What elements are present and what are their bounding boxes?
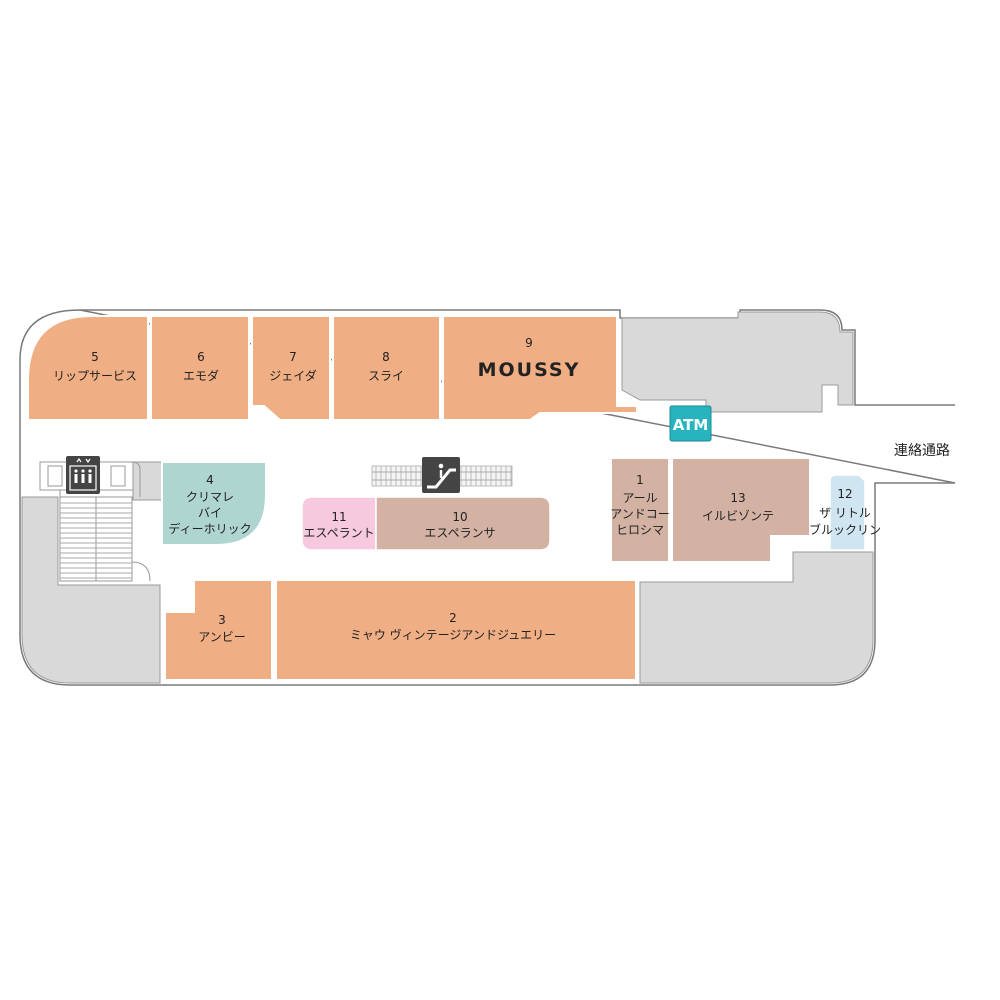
shop-1-number: 1 — [636, 473, 644, 487]
shop-8[interactable] — [332, 315, 441, 421]
shop-3-number: 3 — [218, 613, 226, 627]
shop-12[interactable] — [829, 474, 866, 551]
shop-8-number: 8 — [382, 350, 390, 364]
shop-5[interactable] — [27, 315, 149, 421]
shop-13-number: 13 — [730, 491, 745, 505]
grey-area-left-bottom — [21, 496, 161, 684]
shop-9-number: 9 — [525, 336, 533, 350]
shop-1-name-line1: アール — [622, 491, 657, 505]
shop-2-number: 2 — [449, 611, 457, 625]
escalator-icon — [422, 457, 460, 493]
shop-11[interactable] — [301, 496, 377, 551]
shop-5-name: リップサービス — [53, 369, 137, 383]
shop-4-number: 4 — [206, 473, 214, 487]
elevator-icon — [66, 456, 100, 494]
shop-10-number: 10 — [452, 510, 467, 524]
shop-13-name: イルビゾンテ — [702, 509, 774, 523]
atm-marker[interactable]: ATM — [669, 405, 712, 442]
shop-6-number: 6 — [197, 350, 205, 364]
shop-12-name-line2: ブルックリン — [809, 522, 881, 537]
shop-12-name-line1: ザ リトル — [819, 506, 871, 520]
shop-4-name-line2: バイ — [198, 506, 222, 520]
shops-bottom-row — [164, 579, 637, 681]
shop-11-name: エスペラント — [303, 526, 374, 540]
shop-7-number: 7 — [289, 350, 297, 364]
non-shop-areas — [21, 311, 874, 684]
shop-1-name-line3: ヒロシマ — [616, 523, 664, 537]
shop-9-logo: MOUSSY — [478, 359, 581, 381]
shop-3-name: アンビー — [198, 630, 246, 644]
grey-area-right-bottom — [639, 551, 874, 684]
shop-12-number: 12 — [837, 487, 852, 501]
shop-6[interactable] — [150, 315, 250, 421]
stairs — [59, 461, 151, 582]
shop-1[interactable] — [610, 457, 670, 563]
shop-4-name-line1: クリマレ — [186, 490, 234, 504]
shop-7[interactable] — [251, 315, 331, 421]
atm-label: ATM — [673, 416, 709, 434]
shop-1-name-line2: アンドコー — [610, 507, 670, 521]
shop-3[interactable] — [164, 579, 273, 681]
shop-7-name: ジェイダ — [269, 368, 317, 383]
elevator — [39, 456, 134, 494]
shop-2-name: ミャウ ヴィンテージアンドジュエリー — [350, 627, 556, 642]
shop-4-name-line3: ディーホリック — [168, 521, 251, 536]
shops-middle — [161, 457, 866, 563]
shop-11-number: 11 — [331, 510, 346, 524]
shop-5-number: 5 — [91, 350, 99, 364]
shop-6-name: エモダ — [183, 368, 219, 383]
shop-13[interactable] — [671, 457, 811, 563]
grey-area-top-right — [621, 311, 854, 413]
escalator — [371, 457, 513, 493]
shop-9[interactable] — [442, 315, 638, 421]
shop-labels: 5 リップサービス 6 エモダ 7 ジェイダ 8 スライ 9 MOUSSY 4 … — [53, 336, 881, 644]
shop-4[interactable] — [161, 461, 267, 546]
corridor-label: 連絡通路 — [894, 443, 950, 459]
shop-10-name: エスペランサ — [424, 526, 495, 540]
shop-10[interactable] — [375, 496, 551, 551]
shops-top-row — [27, 315, 638, 421]
grey-area-left-small — [132, 461, 164, 501]
shop-8-name: スライ — [368, 369, 404, 383]
shop-2[interactable] — [275, 579, 637, 681]
